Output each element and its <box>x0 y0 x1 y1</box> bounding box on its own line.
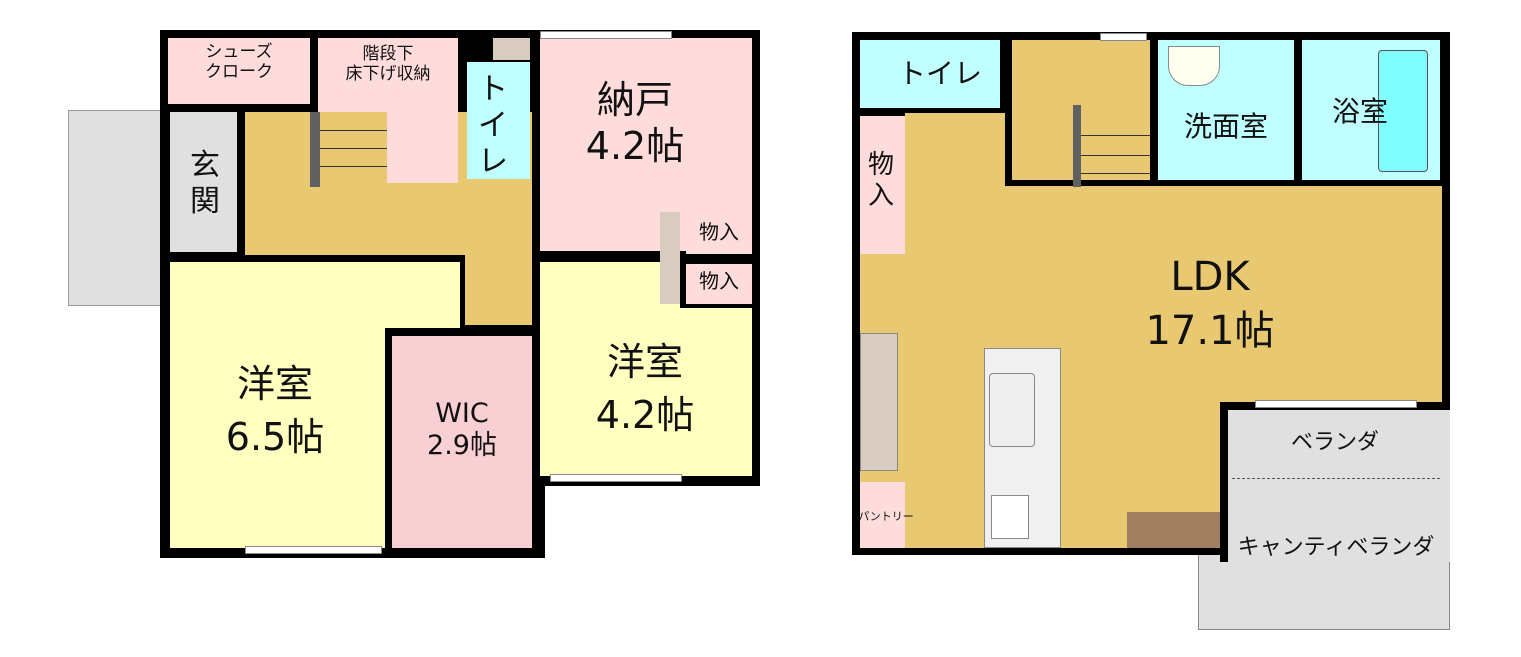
closet-lower <box>686 264 752 304</box>
sink-icon <box>1168 46 1220 86</box>
window <box>540 31 672 39</box>
ldk-size: 17.1帖 <box>1145 308 1275 354</box>
wic <box>392 336 532 548</box>
window <box>1100 33 1147 41</box>
western-room-a-size: 6.5帖 <box>225 415 325 460</box>
western-room-a <box>170 262 385 548</box>
hallway-lower <box>465 250 532 325</box>
veranda-label: ベランダ <box>1290 430 1379 455</box>
floor1-notch <box>545 486 765 566</box>
closet-lower-label: 物入 <box>699 269 739 293</box>
toilet-room <box>467 62 530 179</box>
closet-upper-label: 物入 <box>699 220 739 244</box>
porch <box>68 110 165 306</box>
closet-upper <box>686 212 752 254</box>
western-room-b-label: 洋室 4.2帖 <box>570 336 720 442</box>
stairs <box>312 112 387 185</box>
pipe-space <box>493 38 530 60</box>
western-room-b-size: 4.2帖 <box>595 393 695 438</box>
window <box>245 546 382 554</box>
toilet-room-2 <box>860 40 1000 108</box>
bathroom-label: 浴室 <box>1331 95 1388 128</box>
toilet-label: トイレ <box>478 72 508 179</box>
shoe-closet-label: シューズ クローク <box>205 42 273 83</box>
western-room-a-label: 洋室 6.5帖 <box>200 358 350 464</box>
window <box>550 474 682 482</box>
kitchen-sink-icon <box>989 373 1035 447</box>
kitchen-counter <box>984 348 1061 548</box>
stove-icon <box>991 495 1029 539</box>
toilet-2-label: トイレ <box>897 57 982 90</box>
storeroom-name: 納戸 <box>596 78 673 122</box>
storeroom-size: 4.2帖 <box>585 123 685 168</box>
washroom-label: 洗面室 <box>1183 110 1268 143</box>
stair-handrail-2 <box>1073 105 1081 187</box>
ldk-label: LDK 17.1帖 <box>1120 250 1300 358</box>
western-room-a-name: 洋室 <box>236 362 313 406</box>
shelf <box>660 212 680 304</box>
wall-cabinet <box>860 333 898 471</box>
western-room-a-ext <box>385 262 460 328</box>
closet-2 <box>860 116 905 254</box>
pantry-label: パントリー <box>858 510 914 523</box>
cantilever-veranda-label: キャンティベランダ <box>1237 535 1435 560</box>
veranda-divider <box>1232 478 1440 479</box>
under-stair-storage-label: 階段下 床下げ収納 <box>345 44 431 85</box>
bathtub-icon <box>1378 50 1428 172</box>
fridge-space <box>1127 512 1220 548</box>
entrance <box>170 112 237 252</box>
closet-2-label: 物入 <box>867 150 894 212</box>
wic-size: 2.9帖 <box>427 430 497 462</box>
window <box>1255 400 1417 408</box>
stair-handrail <box>310 112 320 187</box>
ldk-upper <box>905 113 1005 193</box>
shoe-closet <box>168 38 310 104</box>
entrance-label: 玄関 <box>190 148 220 219</box>
wic-name: WIC <box>435 398 489 429</box>
pantry <box>860 482 905 548</box>
ldk-name: LDK <box>1170 254 1250 300</box>
stairwell <box>1012 40 1151 180</box>
western-room-b-name: 洋室 <box>606 340 683 384</box>
